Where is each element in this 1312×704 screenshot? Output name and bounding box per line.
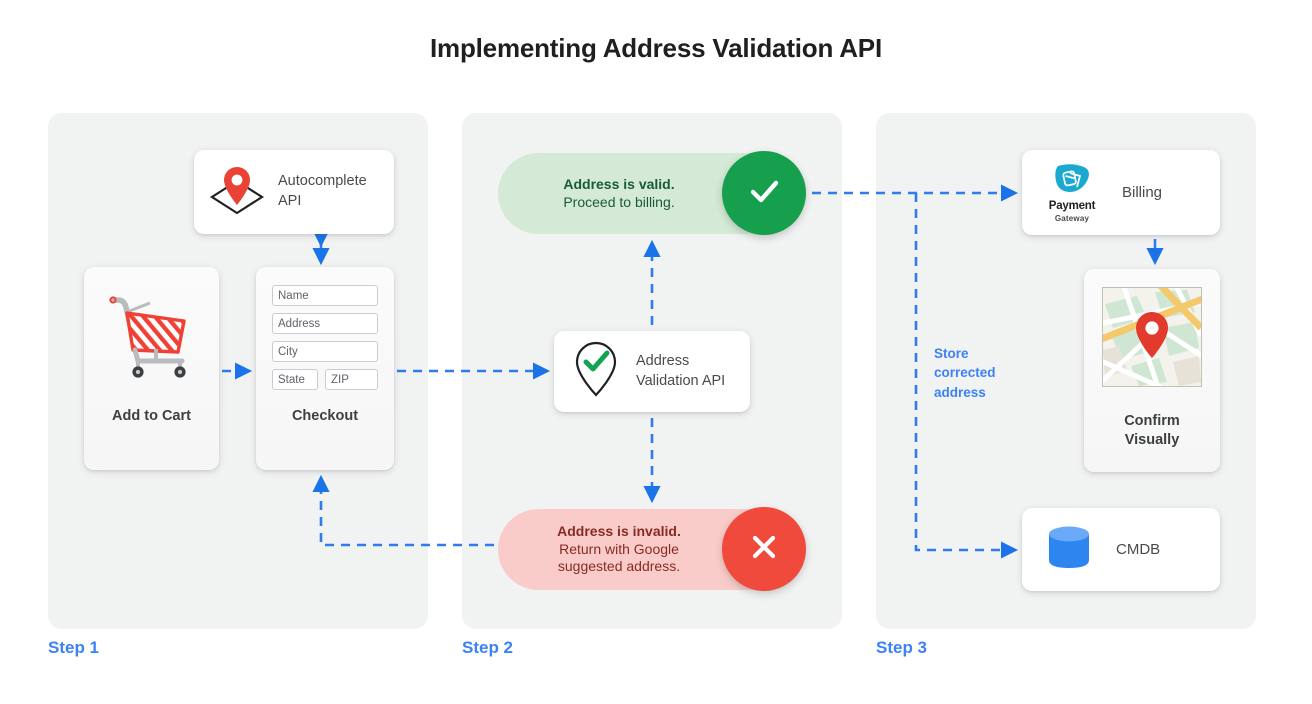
valid-status-badge bbox=[722, 151, 806, 235]
add-to-cart-card[interactable]: Add to Cart bbox=[84, 267, 219, 470]
address-valid-pill[interactable]: Address is valid. Proceed to billing. bbox=[498, 151, 806, 235]
payment-gateway-sub: Gateway bbox=[1054, 213, 1090, 223]
city-field[interactable]: City bbox=[272, 341, 378, 362]
cmdb-label: CMDB bbox=[1116, 541, 1161, 558]
map-pin-check-icon bbox=[572, 339, 620, 404]
address-field[interactable]: Address bbox=[272, 313, 378, 334]
payment-gateway-name: Payment bbox=[1048, 200, 1096, 213]
shopping-cart-icon bbox=[104, 287, 200, 388]
billing-label: Billing bbox=[1122, 184, 1163, 201]
name-field[interactable]: Name bbox=[272, 285, 378, 306]
check-icon bbox=[743, 170, 785, 217]
add-to-cart-caption: Add to Cart bbox=[112, 408, 191, 424]
map-thumbnail-icon bbox=[1102, 287, 1202, 387]
step-1-label: Step 1 bbox=[48, 638, 100, 657]
checkout-card[interactable]: Name Address City State ZIP Checkout bbox=[256, 267, 394, 470]
invalid-status-badge bbox=[722, 507, 806, 591]
payment-gateway-logo-icon: Payment Gateway bbox=[1036, 162, 1108, 223]
checkout-caption: Checkout bbox=[291, 408, 359, 424]
database-cylinder-icon bbox=[1044, 522, 1094, 577]
billing-card[interactable]: Payment Gateway Billing bbox=[1022, 150, 1220, 235]
state-field[interactable]: State bbox=[272, 369, 318, 390]
page-title: Implementing Address Validation API bbox=[430, 33, 882, 63]
address-invalid-pill[interactable]: Address is invalid. Return with Google s… bbox=[498, 507, 806, 591]
address-invalid-text: Address is invalid. Return with Google s… bbox=[557, 522, 681, 575]
step-3-label: Step 3 bbox=[876, 638, 928, 657]
map-pin-on-diamond-icon bbox=[206, 161, 268, 224]
zip-field[interactable]: ZIP bbox=[325, 369, 378, 390]
checkout-form: Name Address City State ZIP bbox=[272, 285, 378, 390]
step-2-label: Step 2 bbox=[462, 638, 514, 657]
close-icon bbox=[743, 526, 785, 573]
address-valid-text: Address is valid. Proceed to billing. bbox=[563, 175, 675, 210]
cmdb-card[interactable]: CMDB bbox=[1022, 508, 1220, 591]
